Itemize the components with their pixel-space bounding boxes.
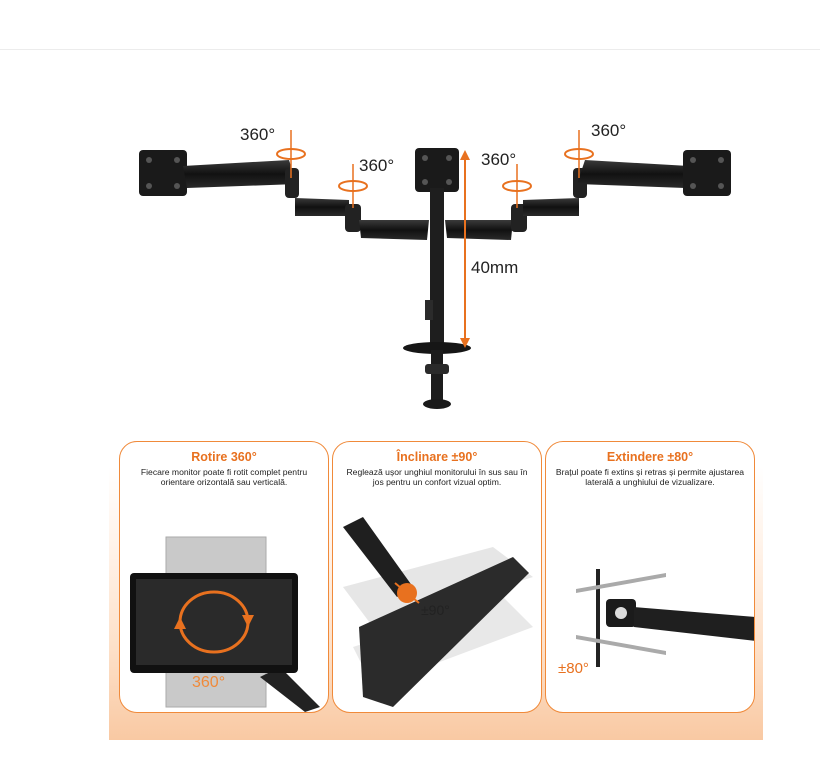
panel-text: Fiecare monitor poate fi rotit complet p…	[140, 467, 308, 487]
left-vesa-plate	[139, 150, 187, 196]
rotation-label-3: 360°	[481, 150, 517, 169]
tilt-badge: ±90°	[421, 602, 450, 618]
rotating-monitor-illustration	[130, 536, 320, 712]
tilting-monitor-illustration	[343, 517, 533, 707]
height-label: 40mm	[471, 258, 519, 277]
panel-text: Reglează ușor unghiul monitorului în sus…	[346, 467, 528, 487]
panel-text: Brațul poate fi extins și retras și perm…	[555, 467, 745, 487]
rotation-panel: Rotire 360° Fiecare monitor poate fi rot…	[119, 441, 329, 713]
panel-title: Rotire 360°	[191, 450, 257, 464]
extension-panel: Extindere ±80° Brațul poate fi extins și…	[545, 441, 755, 713]
product-image: 360° 360° 360° 360° 40mm Rotire 360° Fie…	[109, 88, 763, 740]
panel-title: Înclinare ±90°	[396, 450, 478, 464]
panel-title: Extindere ±80°	[606, 450, 694, 464]
center-vesa-plate	[415, 148, 459, 192]
extension-badge: ±80°	[558, 660, 589, 677]
tilt-panel: Înclinare ±90° Reglează ușor unghiul mon…	[332, 441, 542, 713]
rotation-label-1: 360°	[240, 125, 276, 144]
page-divider	[0, 49, 820, 50]
extending-arm-illustration	[576, 569, 754, 667]
monitor-arm-illustration	[139, 130, 731, 409]
right-vesa-plate	[683, 150, 731, 196]
rotation-label-4: 360°	[591, 121, 627, 140]
rotation-badge: 360°	[192, 674, 226, 691]
rotation-label-2: 360°	[359, 156, 395, 175]
